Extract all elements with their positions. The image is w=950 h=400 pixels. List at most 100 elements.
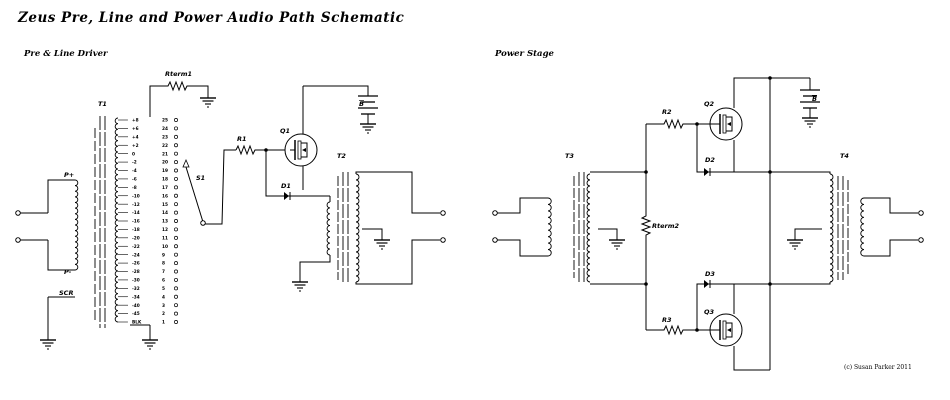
t1-pin-p-plus: P+ <box>64 171 74 179</box>
t3-label: T3 <box>565 152 574 160</box>
copyright-note: (c) Susan Parker 2011 <box>844 364 912 371</box>
t1-tap-terminal <box>174 151 178 156</box>
t1-tap-label: -34 <box>132 294 140 300</box>
t3-driver-transformer <box>492 171 646 285</box>
ground-symbol <box>359 123 377 134</box>
ground-symbol <box>608 239 626 250</box>
t1-tap-terminal <box>174 244 178 249</box>
t1-tap-label: BLK <box>132 320 142 326</box>
output-terminal <box>918 210 924 216</box>
r3-label: R3 <box>662 316 672 324</box>
t1-tap-terminal <box>174 143 178 148</box>
t1-tap-label: -12 <box>132 202 140 208</box>
t1-tap-terminal <box>174 193 178 198</box>
ground-symbol <box>786 239 804 250</box>
t1-tap-pin-number: 7 <box>162 269 165 275</box>
t1-tap-pin-number: 12 <box>162 227 168 233</box>
schematic-title: Zeus Pre, Line and Power Audio Path Sche… <box>18 10 405 26</box>
t1-tap-terminal <box>174 176 178 181</box>
t1-tap-terminal <box>174 160 178 165</box>
t1-tap-terminal <box>174 277 178 282</box>
t1-tap-terminal <box>174 219 178 223</box>
t1-tap-terminal <box>174 286 178 291</box>
t1-tap-pin-number: 24 <box>162 126 168 132</box>
t1-tap-label: -32 <box>132 286 140 292</box>
input-terminal <box>15 237 21 243</box>
t1-tap-terminal <box>174 118 178 122</box>
t1-tap-pin-number: 21 <box>162 151 168 157</box>
t1-tap-pin-number: 1 <box>162 320 165 326</box>
t1-tap-label: -18 <box>132 227 140 233</box>
t1-tap-label: -26 <box>132 261 140 267</box>
input-terminal <box>15 210 21 216</box>
t1-tap-terminal <box>174 126 178 131</box>
t1-tap-pin-number: 20 <box>162 160 168 166</box>
ground-symbol <box>199 97 217 108</box>
ground-symbol <box>801 117 819 128</box>
t1-tap-pin-number: 17 <box>162 185 168 191</box>
t1-tap-pin-number: 23 <box>162 134 168 140</box>
t1-tap-label: +4 <box>132 134 139 140</box>
rterm2-label: Rterm2 <box>652 222 679 230</box>
t1-tap-pin-number: 15 <box>162 202 168 208</box>
d3-label: D3 <box>705 270 715 278</box>
t1-tap-pin-number: 11 <box>162 235 168 241</box>
s1-selector-switch <box>182 149 236 226</box>
t1-tap-pin-number: 5 <box>162 286 165 292</box>
t1-tap-pin-number: 4 <box>162 294 165 300</box>
t1-tap-label: +8 <box>132 118 139 124</box>
t1-tap-pin-number: 16 <box>162 193 168 199</box>
battery-symbol <box>800 89 820 118</box>
t1-tap-label: -8 <box>132 185 137 191</box>
section-label-pre-line-driver: Pre & Line Driver <box>24 49 108 59</box>
t1-tap-terminal <box>174 311 178 316</box>
t1-tap-label: -6 <box>132 177 137 183</box>
t1-tap-terminal <box>174 252 178 257</box>
t4-output-transformer <box>794 171 918 285</box>
t1-tap-pin-number: 9 <box>162 252 165 258</box>
t1-tap-label: +2 <box>132 143 139 149</box>
t1-tap-terminal <box>174 294 178 299</box>
rterm1-label: Rterm1 <box>165 70 192 78</box>
t1-tap-label: -14 <box>132 210 140 216</box>
s1-label: S1 <box>196 174 205 182</box>
output-terminal <box>918 237 924 243</box>
q2-mosfet <box>709 77 810 172</box>
t2-output-transformer <box>299 171 440 285</box>
t1-tap-terminal <box>174 202 178 207</box>
d3-diode <box>704 280 734 288</box>
t1-tap-terminal <box>174 227 178 232</box>
q3-label: Q3 <box>704 308 715 316</box>
t4-label: T4 <box>840 152 849 160</box>
t1-tap-label: -20 <box>132 235 140 241</box>
t2-label: T2 <box>337 152 346 160</box>
battery-label: B <box>812 95 817 103</box>
t1-tap-label: -10 <box>132 193 140 199</box>
t1-tap-label: -16 <box>132 219 140 225</box>
t1-tap-pin-number: 18 <box>162 177 168 183</box>
rterm2-resistor <box>640 124 652 330</box>
t1-pin-p-minus: P- <box>64 268 72 276</box>
output-terminal <box>440 210 446 216</box>
d2-diode <box>704 168 734 176</box>
t1-tap-terminal <box>174 269 178 274</box>
ground-symbol <box>39 339 57 350</box>
t1-tap-terminal <box>174 168 178 173</box>
r3-resistor <box>646 283 712 336</box>
q1-label: Q1 <box>280 127 290 135</box>
t1-tap-label: -22 <box>132 244 140 250</box>
t1-tap-pin-number: 6 <box>162 278 165 284</box>
t1-tap-label: -45 <box>132 311 140 317</box>
r2-resistor <box>646 118 712 173</box>
t1-tap-terminal <box>174 185 178 190</box>
t1-tap-pin-number: 19 <box>162 168 168 174</box>
t1-tap-label: 0 <box>132 151 135 157</box>
t1-tap-pin-number: 13 <box>162 219 168 225</box>
t1-tap-terminal <box>174 210 178 215</box>
r1-label: R1 <box>237 135 247 143</box>
t1-tap-terminal <box>174 134 178 139</box>
r2-label: R2 <box>662 108 672 116</box>
ground-symbol <box>291 281 309 292</box>
section-label-power-stage: Power Stage <box>495 49 554 59</box>
